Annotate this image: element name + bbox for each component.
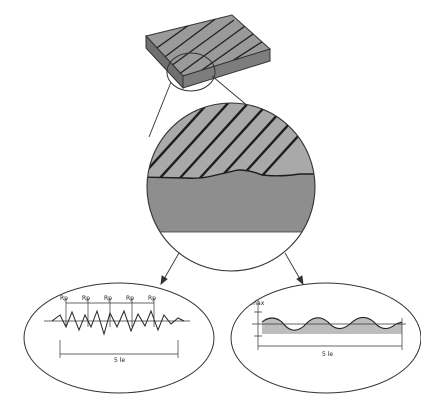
block-side-face bbox=[182, 48, 271, 89]
sample-block bbox=[145, 14, 271, 90]
magnified-cross-section bbox=[146, 102, 316, 272]
right-roughness-profile bbox=[261, 316, 403, 331]
left-peak-label-3: Rp bbox=[104, 295, 112, 302]
surface-profile-line bbox=[147, 169, 315, 179]
right-y-axis-label: Rmax bbox=[247, 300, 265, 307]
left-roughness-profile bbox=[51, 309, 185, 336]
left-peak-label-4: Rp bbox=[126, 295, 134, 302]
right-reference-lines bbox=[254, 300, 403, 350]
profile-arrows bbox=[160, 252, 304, 286]
right-length-label: 5 le bbox=[322, 351, 333, 358]
left-peak-label-1: Rp bbox=[60, 295, 68, 302]
magnifier-circle-outline bbox=[146, 102, 316, 272]
left-length-label: 5 le bbox=[114, 357, 125, 364]
callout-circle bbox=[166, 52, 216, 92]
left-peak-label-5: Rp bbox=[148, 295, 156, 302]
left-peak-ticks bbox=[65, 298, 155, 327]
left-evaluation-length bbox=[59, 340, 179, 358]
left-profile-ellipse: Rp Rp Rp Rp Rp 5 le bbox=[23, 282, 215, 394]
right-profile-ellipse: Rmax 5 le bbox=[230, 282, 421, 394]
left-peak-label-2: Rp bbox=[82, 295, 90, 302]
